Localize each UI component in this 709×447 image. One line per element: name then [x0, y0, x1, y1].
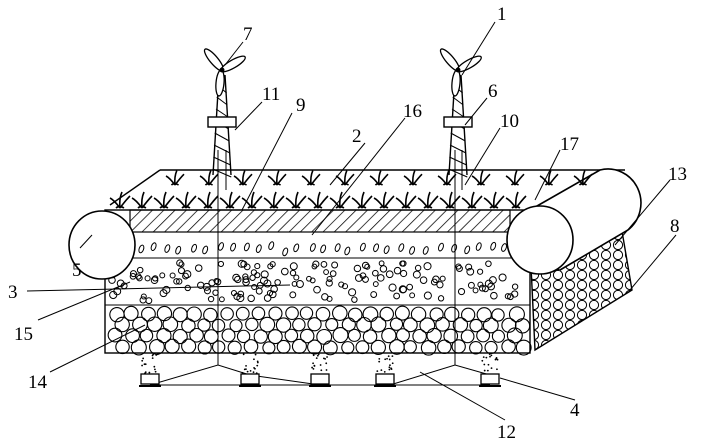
label-11: 11	[262, 84, 280, 105]
label-5: 5	[72, 260, 82, 281]
label-4: 4	[570, 400, 580, 421]
label-13: 13	[668, 164, 687, 185]
label-14: 14	[28, 372, 48, 393]
label-1: 1	[497, 4, 507, 25]
wind-turbine-left	[203, 48, 246, 178]
label-12: 12	[497, 422, 516, 442]
fine-gravel-layer	[138, 241, 507, 257]
wind-turbine-right	[439, 48, 482, 178]
label-3: 3	[8, 282, 18, 303]
hatched-planting-layer	[129, 209, 511, 233]
aerator-heads	[139, 353, 501, 387]
medium-gravel-layer	[108, 259, 519, 305]
label-6: 6	[488, 81, 498, 102]
label-15: 15	[14, 324, 33, 345]
callout-labels: 1 2 3 4 5 6 7 8 9 10 11 12 13 14 15 16 1…	[8, 4, 687, 443]
floating-roll-right	[506, 168, 642, 275]
label-7: 7	[243, 24, 253, 45]
label-9: 9	[296, 95, 306, 116]
label-2: 2	[352, 126, 362, 147]
vertical-pipes	[217, 150, 463, 365]
bed-top-surface	[109, 169, 625, 206]
leader-lines	[26, 21, 677, 421]
coarse-stone-layer	[107, 305, 532, 356]
label-8: 8	[670, 216, 680, 237]
label-10: 10	[500, 111, 519, 132]
floating-roll-left	[68, 210, 136, 280]
label-17: 17	[560, 134, 579, 155]
label-16: 16	[403, 101, 422, 122]
aquatic-plants	[109, 170, 593, 209]
